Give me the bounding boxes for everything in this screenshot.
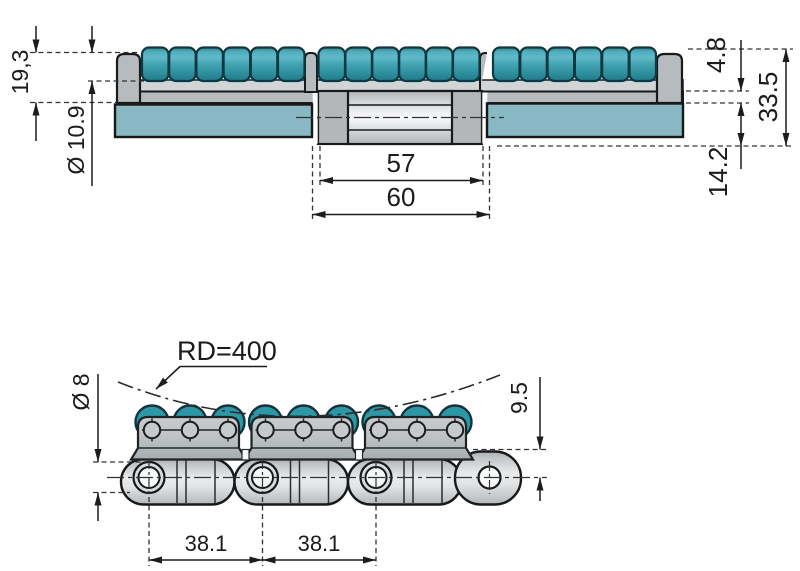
wear-pad-left (113, 103, 314, 139)
roller (222, 46, 252, 83)
dim-label-4-8: 4.8 (701, 37, 731, 73)
dim-label-14-2: 14.2 (703, 147, 733, 198)
roller (371, 46, 400, 83)
plate-slot-2 (354, 448, 364, 461)
dim-label-hole-diameter: Ø 8 (68, 373, 94, 410)
dim-label-roller-diameter: Ø 10.9 (63, 105, 89, 174)
roller (249, 46, 279, 83)
dim-label-57: 57 (387, 148, 416, 178)
roller (317, 46, 347, 83)
pin-hole (445, 420, 465, 440)
dim-label-19-3: 19,3 (7, 50, 33, 95)
pin-hole (407, 420, 427, 440)
dim-label-pitch-2: 38.1 (298, 531, 341, 556)
roller (451, 46, 481, 83)
roller (398, 46, 427, 83)
roller (573, 46, 603, 83)
bend-radius-arc (117, 374, 501, 418)
roller (519, 46, 548, 83)
dim-label-pitch-1: 38.1 (185, 531, 228, 556)
pin-holes (142, 418, 465, 442)
pin-hole (256, 420, 275, 440)
hole-center-marks (148, 459, 491, 496)
hub-slot-left (312, 92, 318, 144)
roller (140, 46, 170, 83)
pin-hole (369, 420, 389, 440)
roller (344, 46, 373, 83)
roller (425, 46, 454, 83)
pin-hole (294, 420, 313, 440)
top-view-dimensions: 19,3 Ø 10.9 57 60 4.8 14.2 33.5 (7, 26, 793, 222)
pin-hole (332, 420, 351, 440)
dim-label-9-5: 9.5 (506, 382, 532, 414)
retainer-tab-right (655, 52, 684, 105)
roller (546, 46, 576, 83)
bottom-view-dimensions: RD=400 Ø 8 9.5 38.1 38.1 (68, 336, 548, 566)
roller (276, 46, 306, 83)
bottom-view (107, 404, 547, 506)
retainer-pin-left (304, 52, 318, 93)
pin-hole (142, 420, 162, 440)
pin-hole (218, 420, 238, 440)
roller (601, 46, 630, 83)
plate-slot-1 (241, 448, 250, 461)
roller (195, 46, 224, 83)
retainer-tab-left (115, 52, 142, 105)
dim-label-60: 60 (387, 182, 416, 212)
pin-hole (180, 420, 200, 440)
link-edge-lines (176, 460, 443, 503)
dim-label-bend-radius: RD=400 (177, 336, 277, 366)
dim-label-33-5: 33.5 (753, 72, 783, 123)
roller (491, 46, 521, 83)
roller (628, 46, 658, 83)
roller-strip (140, 46, 658, 83)
roller (168, 46, 197, 83)
wear-pad-right (485, 102, 685, 139)
top-view (113, 46, 685, 146)
